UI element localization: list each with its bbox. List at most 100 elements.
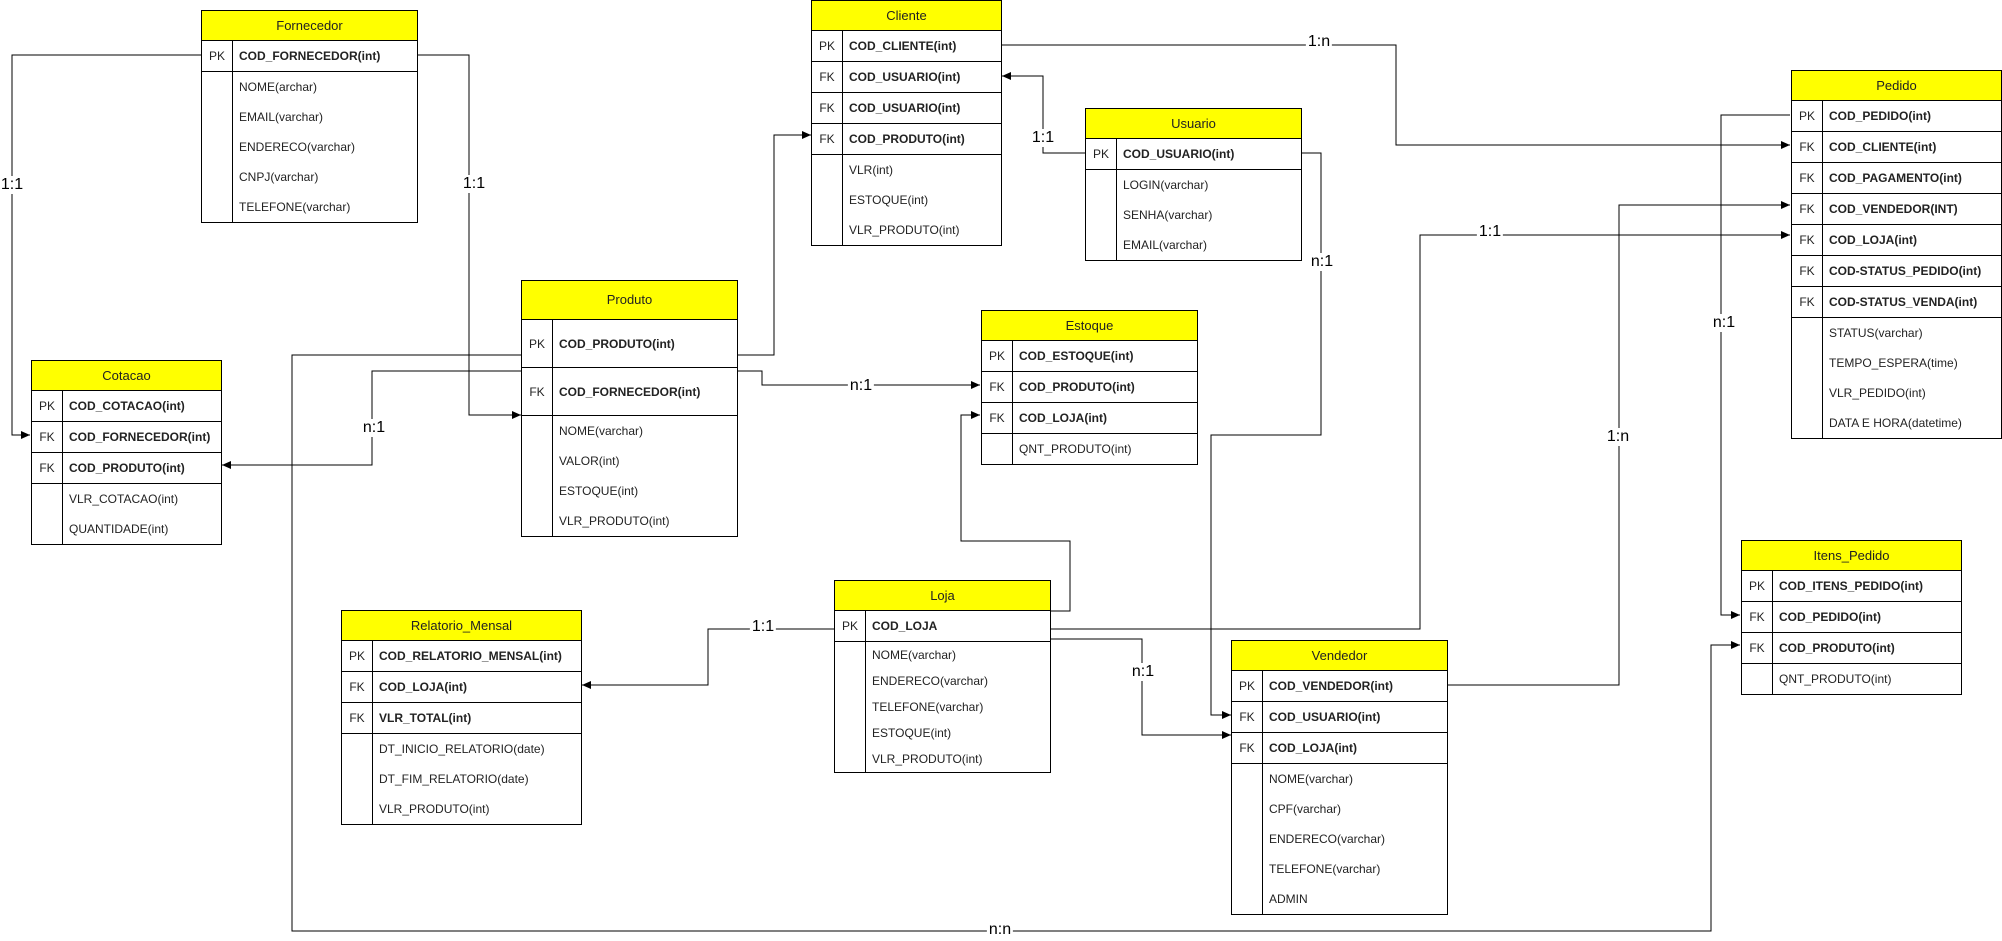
attribute-row[interactable]: DATA E HORA(datetime) [1792,408,2001,438]
attribute-row[interactable]: QNT_PRODUTO(int) [982,434,1197,464]
attribute-field: NOME(varchar) [1269,772,1354,786]
attribute-row[interactable]: CPF(varchar) [1232,794,1447,824]
attribute-section: QNT_PRODUTO(int) [1742,664,1961,694]
attribute-row[interactable]: ENDERECO(varchar) [202,132,417,162]
attribute-row[interactable]: QNT_PRODUTO(int) [1742,664,1961,694]
attribute-row[interactable]: NOME(archar) [202,72,417,102]
attribute-row[interactable]: NOME(varchar) [1232,764,1447,794]
attribute-row[interactable]: STATUS(varchar) [1792,318,2001,348]
key-field: COD_PRODUTO(int) [1019,380,1135,394]
attribute-row[interactable]: VLR_PRODUTO(int) [342,794,581,824]
attribute-row[interactable]: TELEFONE(varchar) [202,192,417,222]
key-type: FK [1239,741,1255,755]
attribute-row[interactable]: TELEFONE(varchar) [835,694,1050,720]
attribute-row[interactable]: NOME(varchar) [835,642,1050,668]
attribute-row[interactable]: EMAIL(varchar) [1086,230,1301,260]
key-field: COD_PEDIDO(int) [1829,109,1931,123]
attribute-row[interactable]: VLR_COTACAO(int) [32,484,221,514]
attribute-row[interactable]: VLR(int) [812,155,1001,185]
attribute-row[interactable]: ADMIN [1232,884,1447,914]
attribute-row[interactable]: ENDERECO(varchar) [1232,824,1447,854]
attribute-row[interactable]: NOME(varchar) [522,416,737,446]
attribute-row[interactable]: SENHA(varchar) [1086,200,1301,230]
attribute-row[interactable]: CNPJ(varchar) [202,162,417,192]
attribute-row[interactable]: TELEFONE(varchar) [1232,854,1447,884]
attribute-row[interactable]: ESTOQUE(int) [522,476,737,506]
attribute-row[interactable]: TEMPO_ESPERA(time) [1792,348,2001,378]
cardinality-label: 1:n [1604,428,1632,446]
attribute-row[interactable]: VLR_PEDIDO(int) [1792,378,2001,408]
edge-usuario-vendedor [1210,152,1322,719]
attribute-row[interactable]: VALOR(int) [522,446,737,476]
attribute-row[interactable]: QUANTIDADE(int) [32,514,221,544]
attribute-field: VALOR(int) [559,454,620,468]
attribute-section: NOME(archar)EMAIL(varchar)ENDERECO(varch… [202,72,417,222]
table-title: Estoque [982,311,1197,341]
attribute-row[interactable]: DT_INICIO_RELATORIO(date) [342,734,581,764]
attribute-field: QUANTIDADE(int) [69,522,169,536]
key-field: COD_USUARIO(int) [849,101,961,115]
attribute-field: NOME(varchar) [872,648,957,662]
attribute-row[interactable]: DT_FIM_RELATORIO(date) [342,764,581,794]
attribute-row[interactable]: ESTOQUE(int) [835,720,1050,746]
attribute-row[interactable]: LOGIN(varchar) [1086,170,1301,200]
cardinality-label: n:1 [1308,253,1336,271]
attribute-row[interactable]: ESTOQUE(int) [812,185,1001,215]
attribute-field: LOGIN(varchar) [1123,178,1209,192]
key-type: PK [841,619,858,633]
key-type: PK [208,49,225,63]
attribute-row[interactable]: VLR_PRODUTO(int) [522,506,737,536]
key-type: FK [1749,641,1765,655]
attribute-row[interactable]: ENDERECO(varchar) [835,668,1050,694]
key-type: PK [1238,679,1255,693]
attribute-row[interactable]: EMAIL(varchar) [202,102,417,132]
attribute-field: CNPJ(varchar) [239,170,319,184]
attribute-row[interactable]: VLR_PRODUTO(int) [835,746,1050,772]
attribute-row[interactable]: VLR_PRODUTO(int) [812,215,1001,245]
